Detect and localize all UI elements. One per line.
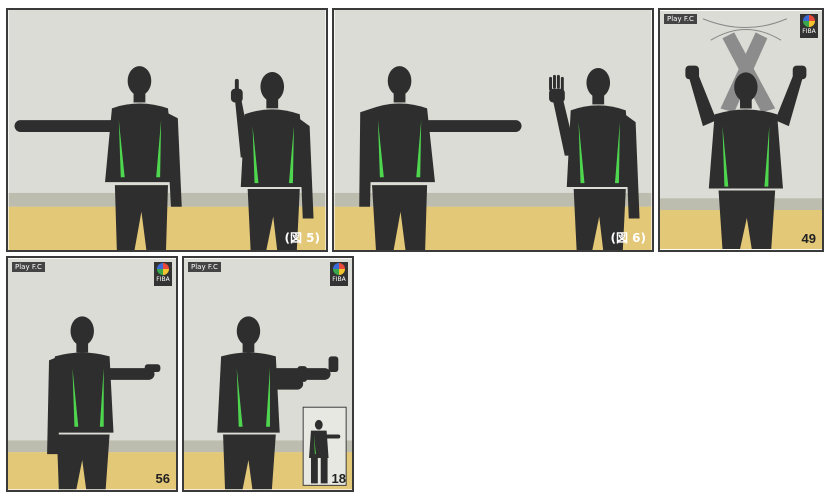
fiba-logo-icon: FIBA: [154, 262, 172, 286]
referee-illustration: [334, 10, 652, 250]
brand-tag: Play F.C: [664, 14, 697, 24]
signal-number: 49: [802, 231, 816, 246]
panel-signal-56: Play F.C FIBA 56: [6, 256, 178, 492]
panel-signal-18: Play F.C FIBA 18: [182, 256, 354, 492]
figure-caption: (図 6): [611, 229, 647, 246]
signal-number: 56: [156, 471, 170, 486]
brand-tag: Play F.C: [188, 262, 221, 272]
referee-illustration: [8, 10, 326, 250]
fiba-logo-icon: FIBA: [800, 14, 818, 38]
fiba-logo-text: FIBA: [156, 276, 169, 283]
figure-caption: (図 5): [285, 229, 321, 246]
referee-illustration: [660, 10, 822, 250]
panel-signal-49: Play F.C FIBA 49: [658, 8, 824, 252]
panel-figure-5: (図 5): [6, 8, 328, 252]
fiba-logo-text: FIBA: [332, 276, 345, 283]
referee-illustration: [184, 258, 352, 490]
fiba-logo-text: FIBA: [802, 28, 815, 35]
referee-illustration: [8, 258, 176, 490]
panel-figure-6: (図 6): [332, 8, 654, 252]
signal-number: 18: [332, 471, 346, 486]
fiba-logo-icon: FIBA: [330, 262, 348, 286]
brand-tag: Play F.C: [12, 262, 45, 272]
